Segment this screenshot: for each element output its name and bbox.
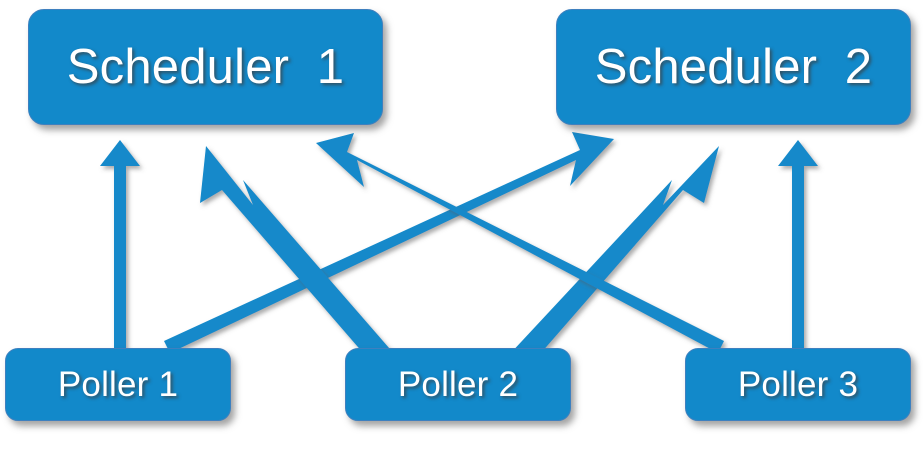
node-poller-3[interactable]: Poller 3 <box>685 348 911 421</box>
edge-poller-2-to-scheduler-2 <box>508 146 719 369</box>
node-scheduler-1-label: Scheduler 1 <box>66 39 345 94</box>
arrow-shape <box>100 140 140 352</box>
edge-poller-1-to-scheduler-1 <box>100 140 140 352</box>
edge-poller-1-to-scheduler-2 <box>164 132 614 353</box>
edge-poller-3-to-scheduler-2 <box>778 140 818 352</box>
arrow-shape <box>778 140 818 352</box>
arrow-shape <box>164 132 614 353</box>
edge-poller-3-to-scheduler-1 <box>316 133 724 353</box>
node-poller-1-label: Poller 1 <box>57 365 179 404</box>
edge-poller-2-to-scheduler-1 <box>200 146 396 369</box>
node-poller-1[interactable]: Poller 1 <box>5 348 231 421</box>
arrow-shape <box>508 146 719 369</box>
node-scheduler-2[interactable]: Scheduler 2 <box>556 9 911 125</box>
node-scheduler-1[interactable]: Scheduler 1 <box>28 9 383 125</box>
node-poller-2-label: Poller 2 <box>397 365 519 404</box>
node-poller-3-label: Poller 3 <box>737 365 859 404</box>
arrow-shape <box>200 146 396 369</box>
node-scheduler-2-label: Scheduler 2 <box>594 39 873 94</box>
arrow-shape <box>316 133 724 353</box>
node-poller-2[interactable]: Poller 2 <box>345 348 571 421</box>
